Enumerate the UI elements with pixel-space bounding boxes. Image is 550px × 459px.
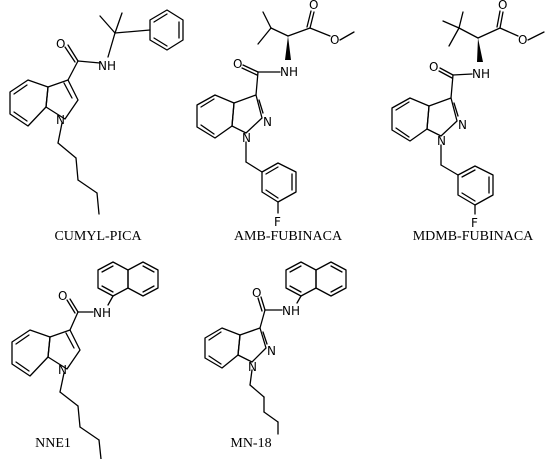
nne1-nitrogen-label: N [58,363,67,377]
cumyl-nh-label: NH [98,59,116,73]
amb-amide-oxygen-label: O [233,57,242,71]
mdmb-amide-oxygen-label: O [429,60,438,74]
mn18-oxygen-label: O [252,286,261,300]
cumyl-nitrogen-label: N [56,113,65,127]
mn18-structure: O NH N N [204,261,347,435]
mdmb-carbonyl-oxygen-label: O [498,0,507,12]
nne1-oxygen-label: O [58,289,67,303]
mdmb-fubinaca-structure: O O O NH N N F [391,0,545,230]
amb-nh-label: NH [280,65,298,79]
caption-mdmb-fubinaca: MDMB-FUBINACA [413,229,534,244]
nne1-nh-label: NH [93,306,111,320]
mn18-n2-label: N [267,344,276,358]
mdmb-nh-label: NH [472,67,490,81]
mn18-n1-label: N [248,360,257,374]
caption-amb-fubinaca: AMB-FUBINACA [234,229,343,244]
amb-ester-oxygen-label: O [330,33,339,47]
cumyl-pica-structure: O NH N [9,9,184,215]
amb-n1-label: N [242,131,251,145]
caption-nne1: NNE1 [35,436,71,451]
amb-carbonyl-oxygen-label: O [309,0,318,12]
mdmb-ester-oxygen-label: O [518,33,527,47]
amb-fluorine-label: F [274,215,281,229]
mdmb-n2-label: N [458,118,467,132]
mn18-nh-label: NH [282,304,300,318]
mdmb-fluorine-label: F [471,216,478,230]
cumyl-oxygen-label: O [56,37,65,51]
amb-fubinaca-structure: O O O NH N N F [196,0,355,229]
nne1-structure: O NH N [11,261,159,459]
mdmb-n1-label: N [437,134,446,148]
amb-n2-label: N [263,115,272,129]
caption-mn18: MN-18 [230,436,271,451]
caption-cumyl-pica: CUMYL-PICA [54,229,142,244]
